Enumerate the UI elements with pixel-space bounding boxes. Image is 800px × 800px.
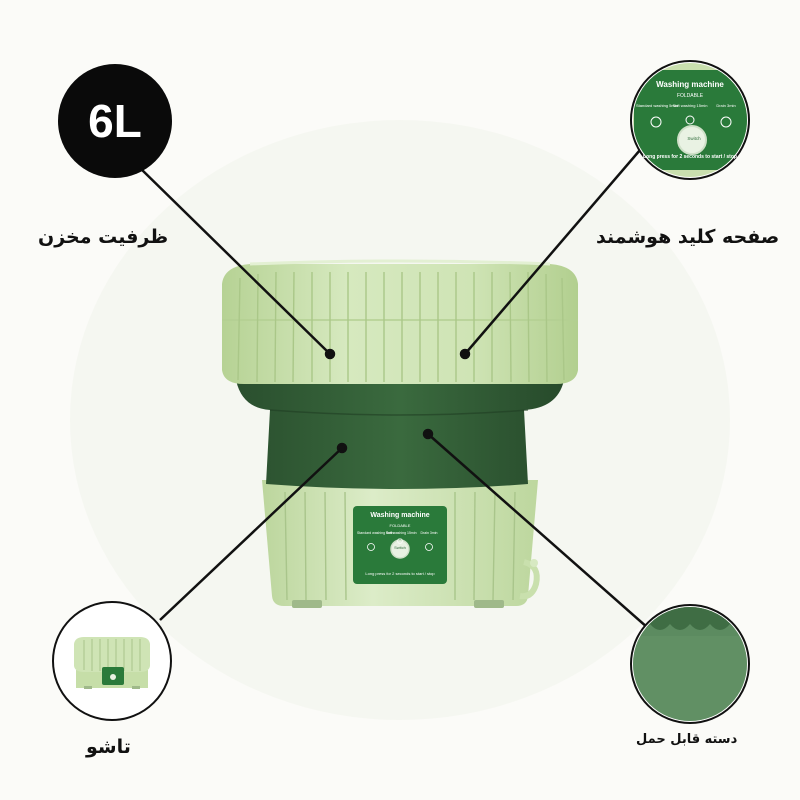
capacity-value: 6L xyxy=(88,95,142,147)
capacity-badge xyxy=(58,64,172,178)
panel-footer: Long press for 2 seconds to start / stop xyxy=(365,571,435,576)
foldable-caption: تاشو xyxy=(86,736,131,758)
lid xyxy=(222,264,578,384)
drain-icon xyxy=(720,116,732,128)
leader-lines xyxy=(137,149,649,629)
lid-ribs xyxy=(237,271,565,383)
switch-label: Switch xyxy=(394,545,406,550)
panel-subtitle: FOLDABLE xyxy=(389,523,411,528)
mode-soft: Soft washing 15min xyxy=(386,531,417,535)
soft-wash-icon xyxy=(397,538,403,544)
collapsible-bellows xyxy=(236,380,564,489)
foot xyxy=(292,600,322,608)
switch-button xyxy=(677,125,707,155)
foot xyxy=(474,600,504,608)
soft-wash-icon xyxy=(685,115,695,125)
zoom-panel-subtitle: FOLDABLE xyxy=(676,93,704,99)
shirt-icon xyxy=(367,543,375,551)
zoom-panel-footer: Long press for 2 seconds to start / stop xyxy=(643,154,737,160)
zoom-mode-drain: Drain 3min xyxy=(716,103,736,108)
mode-drain: Drain 3min xyxy=(420,531,438,535)
zoom-mode-standard: Standard washing 5min xyxy=(636,103,678,108)
washing-machine xyxy=(222,259,578,608)
drain-cap xyxy=(530,559,538,567)
drain-icon xyxy=(425,543,433,551)
mode-standard: Standard washing 5min xyxy=(357,531,394,535)
zoom-control-panel xyxy=(630,60,750,180)
zoom-folded-tub xyxy=(52,601,172,721)
handle-caption: دسته قابل حمل xyxy=(636,732,738,747)
panel-title: Washing machine xyxy=(370,512,430,519)
zoom-mode-soft: Soft washing 15min xyxy=(672,103,708,108)
zoom-panel-title: Washing machine xyxy=(656,80,724,89)
shirt-icon xyxy=(650,116,662,128)
capacity-caption: ظرفیت مخزن xyxy=(38,226,169,248)
smart-keypad-caption: صفحه کلید هوشمند xyxy=(596,226,780,248)
switch-button[interactable] xyxy=(390,539,410,559)
zoom-switch-label: Switch xyxy=(687,136,701,141)
